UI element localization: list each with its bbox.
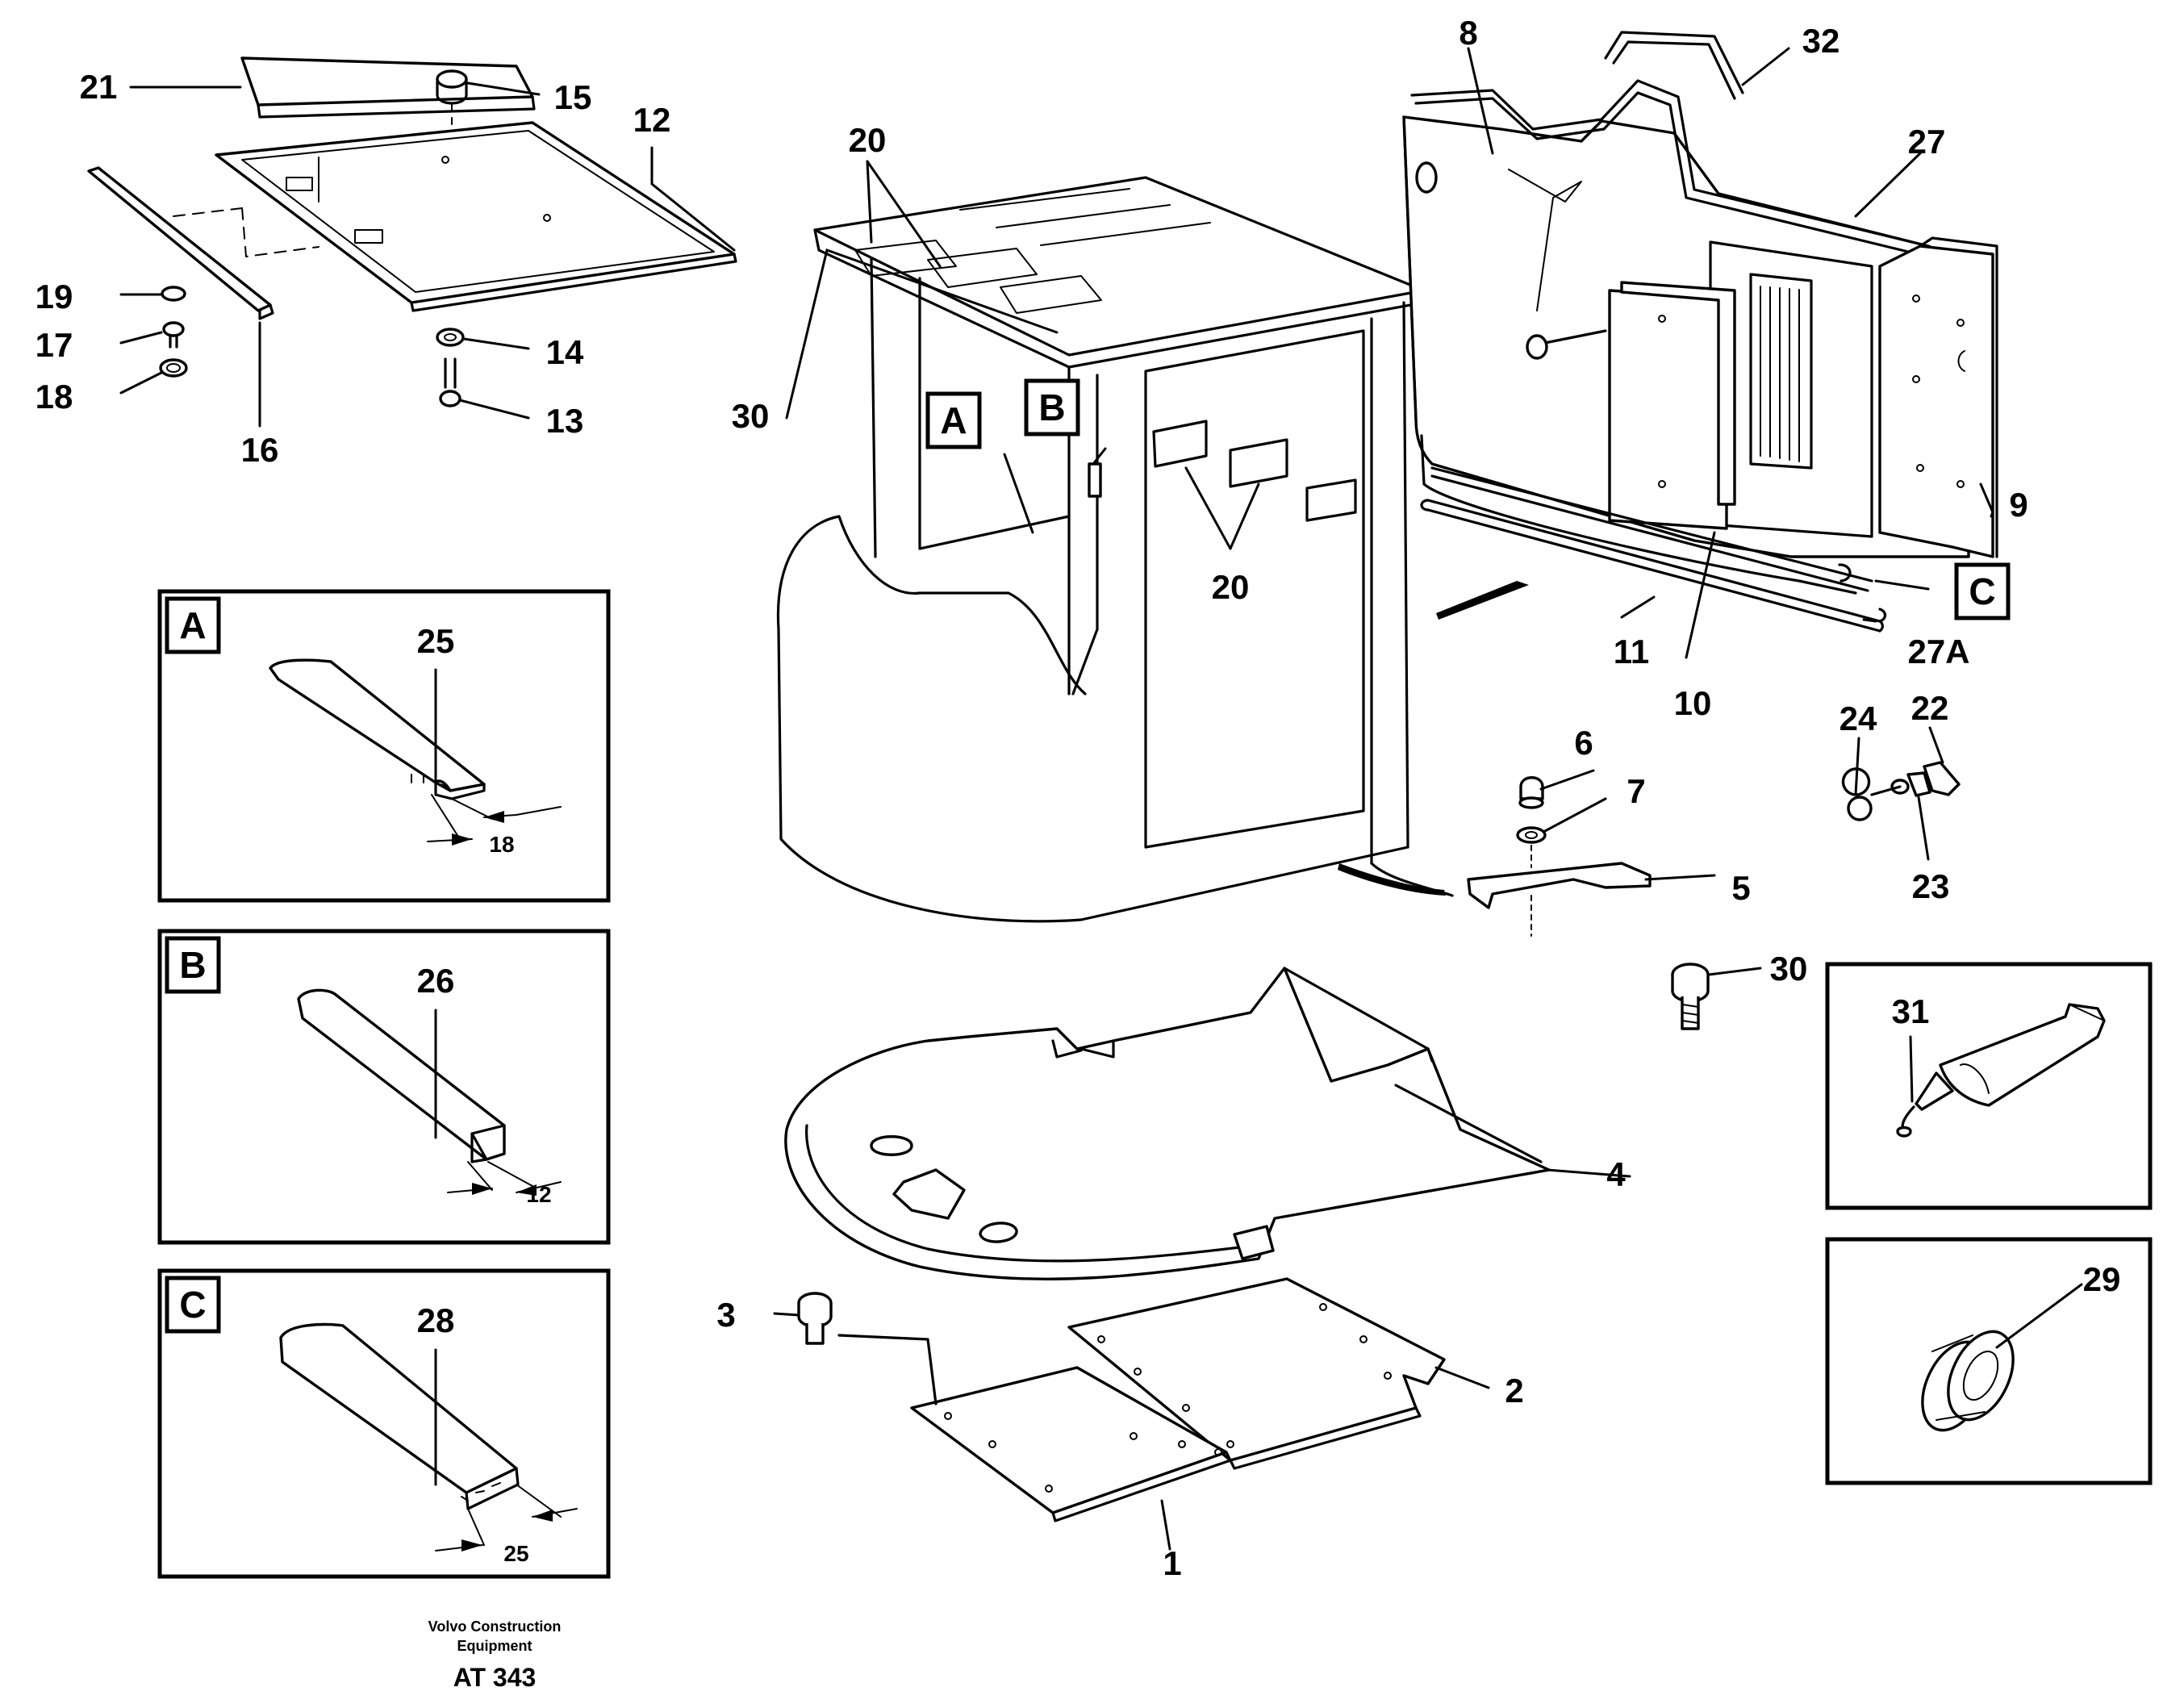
callout-22: 22 — [1911, 689, 1949, 727]
bracket-parts — [1467, 776, 1652, 937]
detail-a-frame — [157, 589, 611, 903]
callout-18: 18 — [35, 378, 73, 416]
tag-a-on-cab: A — [925, 391, 982, 449]
detail-c-frame — [157, 1268, 611, 1579]
footer-block: Volvo Construction Equipment AT 343 — [428, 1618, 562, 1692]
callout-3: 3 — [716, 1296, 735, 1334]
tag-b-on-cab: B — [1024, 378, 1080, 436]
tag-a-detail-label: A — [179, 604, 206, 646]
callout-5: 5 — [1731, 869, 1750, 907]
callout-27: 27 — [1908, 123, 1946, 161]
callout-23: 23 — [1912, 867, 1950, 905]
callout-8: 8 — [1459, 14, 1477, 52]
dimension-c: 25 — [503, 1541, 528, 1566]
tag-b-detail-label: B — [179, 944, 206, 986]
floor-tray — [784, 967, 1551, 1280]
leader-lines — [119, 47, 2083, 1551]
bolt-30 — [1671, 963, 1710, 1030]
callout-30-cab: 30 — [732, 397, 770, 435]
detail-31-frame — [1825, 962, 2153, 1210]
callout-19: 19 — [35, 278, 73, 315]
floor-mats — [837, 1277, 1446, 1522]
cab-outline — [776, 176, 1454, 923]
footer-drawing-code: AT 343 — [453, 1663, 537, 1692]
callout-17: 17 — [35, 326, 73, 364]
callout-20-door: 20 — [1212, 568, 1250, 606]
clip-parts — [1841, 761, 1961, 821]
callout-28: 28 — [417, 1301, 455, 1339]
tag-c-detail: C — [165, 1276, 221, 1334]
callout-16: 16 — [241, 431, 279, 469]
callout-27a: 27A — [1907, 633, 1969, 670]
tag-b-label: B — [1038, 386, 1065, 428]
callout-31: 31 — [1892, 992, 1930, 1030]
callout-6: 6 — [1574, 724, 1593, 762]
tag-a-label: A — [940, 399, 967, 441]
callout-15: 15 — [554, 78, 592, 116]
tag-c-label: C — [1969, 570, 1995, 612]
tag-a-detail: A — [165, 596, 221, 654]
callout-12: 12 — [633, 101, 671, 139]
detail-dimensions: 18 12 25 — [489, 832, 551, 1566]
callout-24: 24 — [1839, 700, 1877, 737]
detail-b-frame — [157, 929, 611, 1245]
callout-2: 2 — [1505, 1372, 1523, 1410]
tag-c-on-panel: C — [1954, 562, 2011, 620]
dimension-b: 12 — [526, 1182, 551, 1207]
callout-13: 13 — [546, 402, 584, 440]
callout-21: 21 — [80, 68, 118, 106]
callout-30-bolt: 30 — [1770, 950, 1808, 988]
callout-26: 26 — [417, 962, 455, 1000]
callout-7: 7 — [1627, 772, 1645, 810]
footer-company-line2: Equipment — [457, 1638, 532, 1654]
callout-10: 10 — [1674, 684, 1712, 722]
detail-29-frame — [1825, 1237, 2153, 1485]
callout-9: 9 — [2009, 486, 2027, 524]
callout-1: 1 — [1163, 1544, 1181, 1582]
tag-b-detail: B — [165, 936, 221, 994]
rear-wall-panel — [1338, 31, 1998, 896]
callout-20-roof: 20 — [849, 121, 887, 159]
roof-hatch-assembly — [87, 56, 737, 407]
callout-32: 32 — [1802, 22, 1840, 60]
dimension-a: 18 — [489, 832, 514, 857]
callout-14: 14 — [546, 333, 584, 371]
callout-29: 29 — [2083, 1260, 2121, 1298]
callout-numbers: 21 15 12 19 17 18 16 14 13 20 30 20 8 32… — [35, 14, 2121, 1582]
callout-11: 11 — [1614, 633, 1649, 670]
footer-company-line1: Volvo Construction — [428, 1618, 562, 1635]
callout-4: 4 — [1606, 1155, 1626, 1193]
callout-25: 25 — [417, 622, 455, 660]
bolt-3 — [797, 1292, 833, 1345]
tag-c-detail-label: C — [179, 1284, 206, 1326]
